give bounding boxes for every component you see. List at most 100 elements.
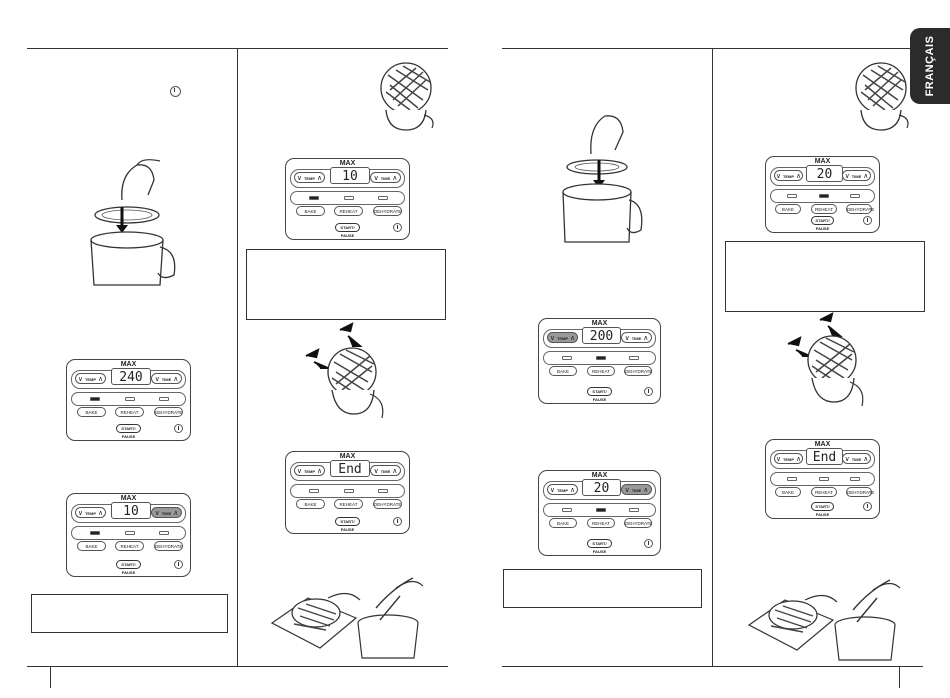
display-readout: End — [806, 448, 843, 465]
temp-button[interactable]: ∨ TEMP ∧ — [547, 484, 578, 495]
start-pause-button[interactable]: START/ PAUSE — [335, 517, 360, 532]
note-box-left-bottom — [31, 594, 228, 633]
temp-label: TEMP — [303, 469, 316, 474]
shake-basket-illustration-left — [305, 322, 384, 419]
note-box-left-middle — [246, 249, 446, 320]
left-page-bottom-rule — [27, 666, 448, 667]
left-page-column-divider — [237, 48, 238, 666]
indicator-light — [125, 531, 135, 535]
time-button[interactable]: ∨ TIME ∧ — [151, 373, 182, 384]
brand-label: MAX — [339, 453, 356, 460]
temp-label: TEMP — [782, 457, 795, 462]
time-button[interactable]: ∨ TIME ∧ — [370, 172, 401, 183]
function-button[interactable]: DEHYDRATE — [846, 487, 874, 497]
function-button[interactable]: BAKE — [549, 518, 577, 528]
indicator-light — [850, 477, 860, 481]
indicator-row — [71, 392, 186, 406]
function-button[interactable]: BAKE — [77, 407, 106, 417]
function-button[interactable]: DEHYDRATE — [846, 204, 874, 214]
start-pause-button[interactable]: START/ PAUSE — [811, 502, 834, 517]
power-button[interactable] — [644, 387, 653, 396]
time-label: TIME — [161, 511, 172, 516]
left-page-number-divider — [50, 666, 51, 688]
temp-button[interactable]: ∨ TEMP ∧ — [774, 453, 803, 464]
function-button[interactable]: REHEAT — [115, 541, 144, 551]
indicator-light — [309, 489, 319, 493]
control-row: ∨ TEMP ∧ 20 ∨ TIME ∧ — [770, 165, 875, 186]
function-button[interactable]: REHEAT — [334, 206, 363, 216]
function-button[interactable]: REHEAT — [811, 487, 837, 497]
display-readout: 20 — [582, 479, 621, 496]
temp-button[interactable]: ∨ TEMP ∧ — [547, 332, 578, 343]
time-label: TIME — [161, 377, 172, 382]
function-button[interactable]: REHEAT — [587, 518, 615, 528]
power-button[interactable] — [863, 502, 872, 511]
function-button[interactable]: REHEAT — [115, 407, 144, 417]
right-page-bottom-rule — [502, 666, 923, 667]
start-pause-button[interactable]: START/ PAUSE — [811, 216, 834, 231]
indicator-light — [596, 508, 606, 512]
display-readout: 240 — [111, 368, 151, 385]
temp-button[interactable]: ∨ TEMP ∧ — [774, 170, 803, 181]
function-button[interactable]: REHEAT — [334, 499, 363, 509]
power-button[interactable] — [863, 216, 872, 225]
start-pause-button[interactable]: START/ PAUSE — [335, 223, 360, 238]
time-button[interactable]: ∨ TIME ∧ — [621, 484, 652, 495]
temp-button[interactable]: ∨ TEMP ∧ — [75, 373, 106, 384]
function-button[interactable]: DEHYDRATE — [624, 518, 652, 528]
power-button[interactable] — [393, 223, 402, 232]
time-button[interactable]: ∨ TIME ∧ — [621, 332, 652, 343]
start-pause-button[interactable]: START/ PAUSE — [116, 424, 141, 439]
temp-button[interactable]: ∨ TEMP ∧ — [294, 465, 325, 476]
function-button[interactable]: DEHYDRATE — [373, 206, 402, 216]
temp-button[interactable]: ∨ TEMP ∧ — [294, 172, 325, 183]
indicator-light — [787, 477, 797, 481]
brand-label: MAX — [120, 361, 137, 368]
power-icon — [170, 86, 181, 97]
power-button[interactable] — [174, 560, 183, 569]
function-button[interactable]: DEHYDRATE — [373, 499, 402, 509]
basket-insert-illustration-left — [90, 159, 176, 286]
time-button[interactable]: ∨ TIME ∧ — [370, 465, 401, 476]
indicator-light — [378, 489, 388, 493]
function-button[interactable]: BAKE — [549, 366, 577, 376]
indicator-light — [562, 356, 572, 360]
temp-label: TEMP — [303, 176, 316, 181]
indicator-light — [159, 531, 169, 535]
function-button[interactable]: REHEAT — [811, 204, 837, 214]
function-button[interactable]: REHEAT — [587, 366, 615, 376]
power-button[interactable] — [644, 539, 653, 548]
temp-label: TEMP — [84, 511, 97, 516]
power-button[interactable] — [174, 424, 183, 433]
indicator-light — [309, 196, 319, 200]
indicator-row — [543, 351, 656, 365]
time-button[interactable]: ∨ TIME ∧ — [842, 453, 871, 464]
function-button[interactable]: DEHYDRATE — [154, 407, 183, 417]
function-button[interactable]: BAKE — [296, 206, 325, 216]
indicator-light — [629, 356, 639, 360]
shake-basket-illustration-right — [787, 312, 864, 407]
time-button[interactable]: ∨ TIME ∧ — [151, 507, 182, 518]
start-pause-button[interactable]: START/ PAUSE — [116, 560, 141, 575]
indicator-light — [787, 194, 797, 198]
brand-label: MAX — [339, 160, 356, 167]
function-button[interactable]: BAKE — [775, 204, 801, 214]
temp-label: TEMP — [84, 377, 97, 382]
start-pause-button[interactable]: START/ PAUSE — [587, 387, 612, 402]
temp-button[interactable]: ∨ TEMP ∧ — [75, 507, 106, 518]
function-button[interactable]: DEHYDRATE — [154, 541, 183, 551]
function-button[interactable]: BAKE — [77, 541, 106, 551]
indicator-light — [629, 508, 639, 512]
indicator-light — [159, 397, 169, 401]
start-pause-button[interactable]: START/ PAUSE — [587, 539, 612, 554]
right-page-column-divider — [712, 48, 713, 666]
power-button[interactable] — [393, 517, 402, 526]
function-button[interactable]: BAKE — [775, 487, 801, 497]
time-button[interactable]: ∨ TIME ∧ — [842, 170, 871, 181]
function-button[interactable]: BAKE — [296, 499, 325, 509]
control-row: ∨ TEMP ∧ 20 ∨ TIME ∧ — [543, 479, 656, 500]
function-button[interactable]: DEHYDRATE — [624, 366, 652, 376]
control-row: ∨ TEMP ∧ 200 ∨ TIME ∧ — [543, 327, 656, 348]
